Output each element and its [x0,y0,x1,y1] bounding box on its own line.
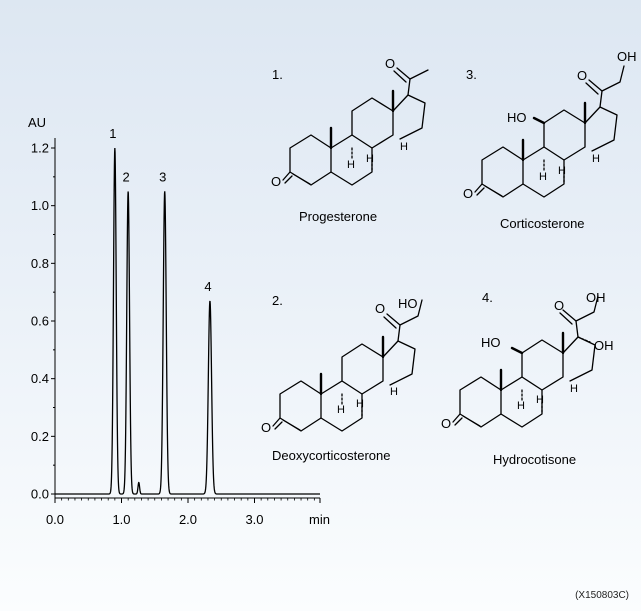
atom-o-label: O [463,186,473,201]
y-axis-label: AU [28,115,46,130]
structure-hydrocortisone: 4. O O OH OH HO H H H Hydrocotisone [441,290,614,467]
y-tick-label: 0.4 [31,371,49,386]
compound-number-3: 3. [466,67,477,82]
atom-o-label: O [271,174,281,189]
structure-corticosterone: 3. O O OH HO H H H Corticosterone [463,49,637,231]
atom-o-label: O [577,68,587,83]
atom-o-label: O [554,298,564,313]
atom-oh-label: OH [617,49,637,64]
y-tick-label: 0.0 [31,487,49,502]
catalog-number: (X150803C) [575,590,629,601]
y-tick-label: 0.8 [31,256,49,271]
chart-ticks: 0.0 0.2 0.4 0.6 0.8 1.0 1.2 0.0 1.0 2.0 3.0 [31,141,321,527]
structure-progesterone: 1. O O H H H Prog [271,56,429,224]
x-tick-label: 2.0 [179,512,197,527]
compound-name-3: Corticosterone [500,216,585,231]
peak-labels: 1 2 3 4 [109,126,211,294]
atom-h-label: H [592,153,600,165]
y-tick-label: 1.2 [31,141,49,156]
atom-h-label: H [337,404,345,416]
atom-ho-label: HO [481,335,501,350]
atom-o-label: O [375,301,385,316]
compound-name-4: Hydrocotisone [493,452,576,467]
compound-number-4: 4. [482,290,493,305]
atom-h-label: H [400,141,408,153]
compound-number-1: 1. [272,67,283,82]
atom-h-label: H [356,398,364,410]
atom-h-label: H [558,165,566,177]
compound-name-2: Deoxycorticosterone [272,448,391,463]
compound-name-1: Progesterone [299,209,377,224]
x-axis-label: min [309,512,330,527]
atom-oh-label: OH [586,290,606,305]
structure-deoxycorticosterone: 2. O O HO H H H Deoxycorticosterone [261,293,423,463]
atom-o-label: O [261,420,271,435]
y-tick-label: 0.2 [31,429,49,444]
atom-h-label: H [536,394,544,406]
x-tick-label: 1.0 [112,512,130,527]
x-tick-label: 3.0 [245,512,263,527]
x-tick-label: 0.0 [46,512,64,527]
peak-label: 1 [109,126,116,141]
atom-ho-label: HO [507,110,527,125]
atom-h-label: H [366,153,374,165]
peak-label: 4 [204,279,211,294]
y-tick-label: 1.0 [31,198,49,213]
chromatogram-trace [55,147,320,495]
atom-h-label: H [347,159,355,171]
atom-o-label: O [441,416,451,431]
atom-h-label: H [539,171,547,183]
peak-label: 2 [123,169,130,184]
atom-oh-label: OH [594,338,614,353]
atom-h-label: H [517,400,525,412]
atom-h-label: H [570,383,578,395]
y-tick-label: 0.6 [31,314,49,329]
atom-h-label: H [390,386,398,398]
atom-ho-label: HO [398,296,418,311]
compound-number-2: 2. [272,293,283,308]
peak-label: 3 [159,169,166,184]
atom-o-label: O [385,56,395,71]
